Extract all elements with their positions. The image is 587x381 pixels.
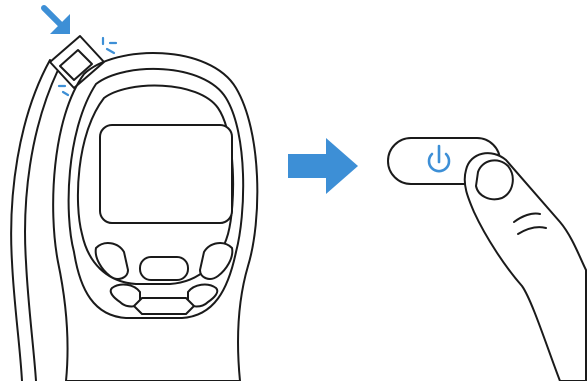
meter-bottom-button: [134, 298, 194, 314]
meter-left-button: [96, 243, 128, 279]
pressing-finger: [465, 153, 586, 381]
holding-hand: [11, 60, 58, 381]
meter-right-button: [200, 243, 232, 279]
meter-center-button: [140, 257, 188, 280]
test-strip: [50, 36, 104, 88]
next-step-arrow-icon: [288, 138, 358, 194]
insert-arrow-icon: [44, 8, 70, 34]
meter-buttons: [96, 243, 233, 314]
meter-screen: [100, 125, 232, 223]
